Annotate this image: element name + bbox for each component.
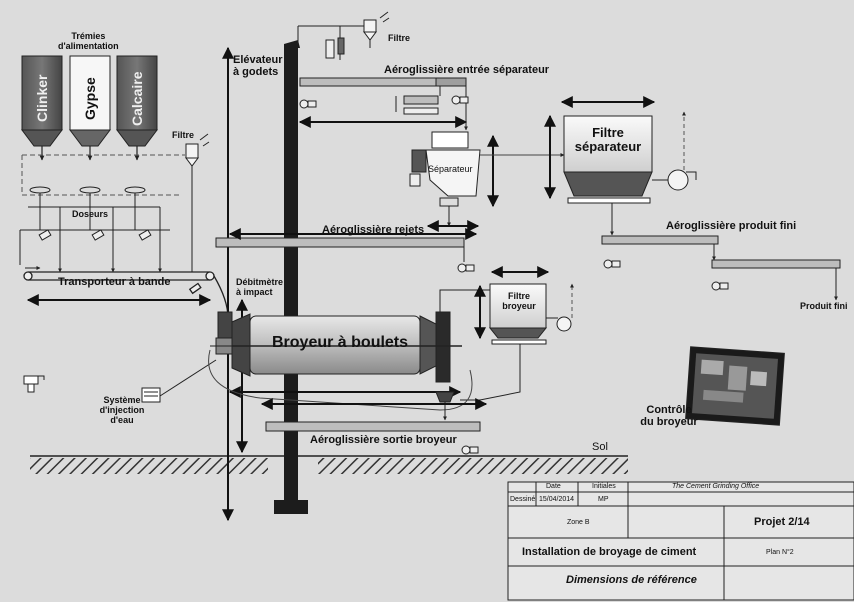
airslide-finished-product: [601, 235, 841, 301]
belt-conveyor: [23, 271, 229, 319]
title-block: [507, 481, 854, 601]
airslide-rejects: [215, 237, 475, 273]
mill-control-screen: [685, 346, 785, 426]
label-gypse: Gypse: [82, 77, 98, 120]
doser-units: [19, 186, 170, 273]
label-ground: Sol: [592, 441, 608, 453]
tb-plan: Plan N°2: [766, 549, 794, 556]
hopper-calcaire: [116, 55, 158, 147]
label-airslide-rejects: Aéroglissière rejets: [322, 224, 425, 236]
water-injection-icon: [141, 359, 217, 403]
tb-date: 15/04/2014: [539, 496, 575, 503]
label-finished-product: Produit fini: [800, 301, 848, 311]
filter-left-icon: [185, 133, 210, 272]
label-impact-flowmeter: Débitmètre à impact: [236, 277, 284, 297]
tb-header-date: Date: [546, 483, 561, 490]
label-clinker: Clinker: [34, 74, 50, 122]
label-bucket-elevator: Elévateur à godets: [233, 54, 283, 79]
recirculation-loop: [208, 349, 473, 411]
ground-line: [30, 455, 628, 474]
tb-drawn-label: Dessiné: [510, 496, 536, 503]
tb-dimensions: Dimensions de référence: [566, 574, 697, 586]
label-belt-conveyor: Transporteur à bande: [58, 276, 171, 288]
label-mill-control: Contrôle du broyeur: [640, 404, 698, 429]
hopper-clinker: [21, 55, 63, 147]
label-airslide-separator-inlet: Aéroglissière entrée séparateur: [384, 64, 550, 76]
label-mill-filter: Filtre broyeur: [502, 291, 536, 311]
tb-project: Projet 2/14: [754, 516, 810, 528]
label-water-injection: Système d'injection d'eau: [99, 395, 145, 425]
label-feed-hoppers: Trémies d'alimentation: [58, 31, 119, 51]
airslide-mill-outlet: [265, 421, 481, 455]
hopper-outlet-arrows: [39, 146, 140, 161]
tb-zone: Zone B: [567, 519, 590, 526]
tb-installation: Installation de broyage de ciment: [522, 546, 697, 558]
ball-mill: [210, 311, 462, 383]
tb-initials: MP: [598, 496, 609, 503]
label-filter-left: Filtre: [172, 130, 195, 140]
label-separator-filter: Filtre séparateur: [574, 125, 642, 155]
label-filter-top: Filtre: [388, 33, 411, 43]
mill-outlet: [435, 391, 455, 421]
label-airslide-mill-outlet: Aéroglissière sortie broyeur: [310, 434, 457, 446]
mill-filter: [439, 283, 574, 401]
airslide-separator-inlet: [299, 77, 469, 131]
label-separator: Séparateur: [428, 164, 473, 174]
legend-icon-left: [23, 375, 45, 393]
separator-filter: [563, 111, 697, 236]
label-dosers: Doseurs: [72, 209, 109, 219]
separator: [409, 131, 481, 227]
filter-top-icon: [297, 11, 390, 60]
label-calcaire: Calcaire: [129, 71, 145, 126]
tb-header-initials: Initiales: [592, 483, 616, 490]
label-ball-mill: Broyeur à boulets: [272, 334, 409, 351]
elevator-motors: [299, 99, 317, 109]
label-airslide-finished-product: Aéroglissière produit fini: [666, 220, 797, 232]
tb-office: The Cement Grinding Office: [672, 483, 760, 490]
hopper-gypse: [69, 55, 111, 147]
dust-duct-left: [21, 154, 185, 196]
